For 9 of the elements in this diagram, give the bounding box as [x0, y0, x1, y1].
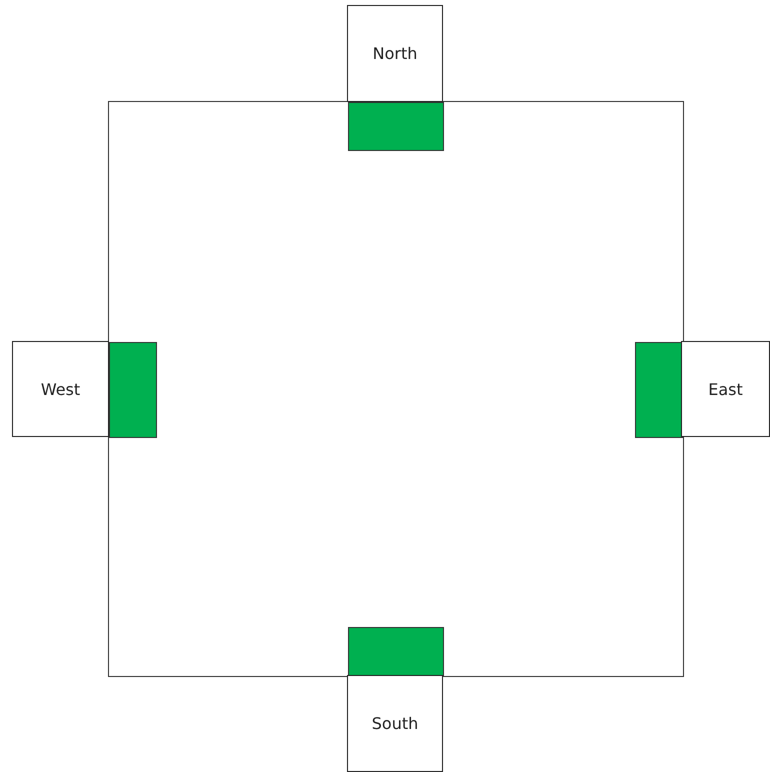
direction-box: East	[681, 341, 770, 437]
filled-block	[635, 342, 683, 438]
filled-block	[109, 342, 157, 438]
direction-box: South	[347, 675, 443, 772]
filled-block	[348, 627, 444, 676]
filled-block	[348, 102, 444, 151]
direction-box: West	[12, 341, 109, 437]
direction-box: North	[347, 5, 443, 102]
square-frame	[108, 101, 684, 677]
